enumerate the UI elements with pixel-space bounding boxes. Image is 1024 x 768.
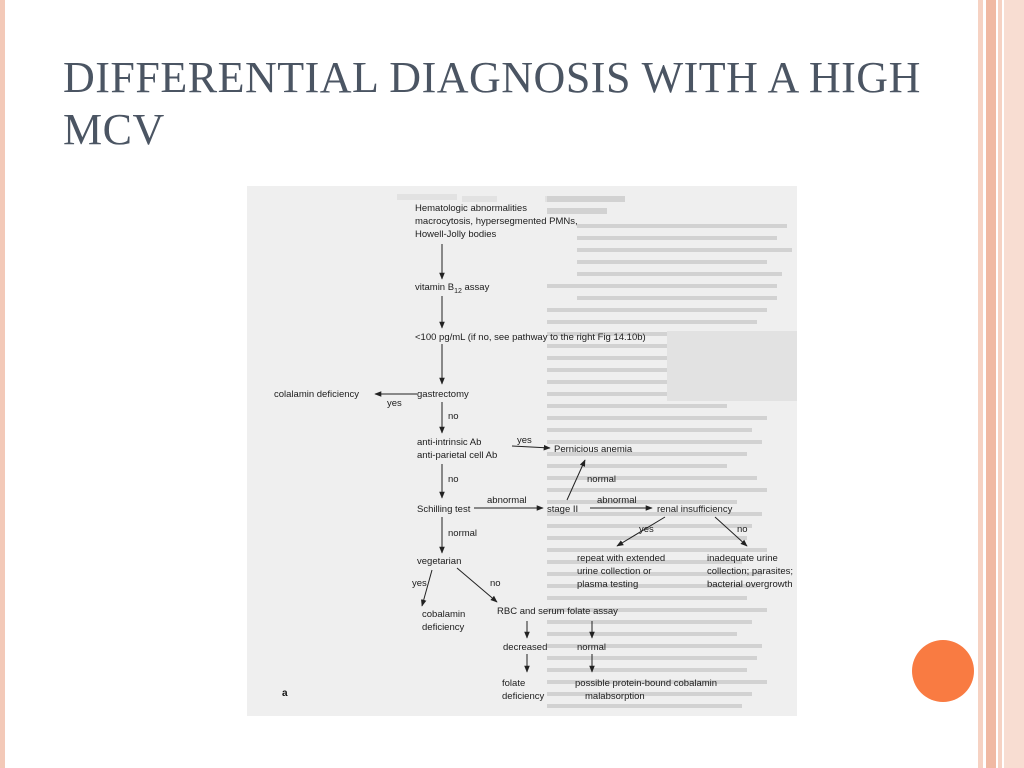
label-gastrectomy-no: no: [448, 411, 459, 422]
arrow-renal-to-inadequate: [714, 516, 748, 547]
arrow-antibodies-to-pernicious: [511, 444, 551, 451]
label-vegetarian-yes: yes: [412, 578, 427, 589]
label-vegetarian-no: no: [490, 578, 501, 589]
node-protein-bound-malabsorption: possible protein-bound cobalamin malabso…: [575, 678, 720, 702]
node-antibodies: anti-intrinsic Ab anti-parietal cell Ab: [417, 437, 497, 461]
node-hematologic-abnormalities: Hematologic abnormalities macrocytosis, …: [415, 203, 580, 240]
node-repeat-collection: repeat with extended urine collection or…: [577, 553, 668, 590]
node-cobalamin-deficiency: cobalamin deficiency: [422, 609, 468, 633]
label-schilling-normal: normal: [448, 528, 477, 539]
label-gastrectomy-yes: yes: [387, 398, 402, 409]
node-inadequate-urine: inadequate urine collection; parasites; …: [707, 553, 796, 590]
node-decreased: decreased: [503, 642, 547, 653]
label-renal-no: no: [737, 524, 748, 535]
node-renal-insufficiency: renal insufficiency: [657, 504, 733, 515]
slide-title: DIFFERENTIAL DIAGNOSIS WITH A HIGH MCV: [63, 53, 921, 154]
node-gastrectomy: gastrectomy: [417, 389, 469, 400]
right-border-stripe: [1004, 0, 1024, 768]
node-folate-deficiency: folate deficiency: [502, 678, 544, 702]
label-antibodies-yes: yes: [517, 435, 532, 446]
node-rbc-folate-assay: RBC and serum folate assay: [497, 606, 618, 617]
node-pernicious-anemia: Pernicious anemia: [554, 444, 633, 455]
panel-label: a: [282, 688, 288, 699]
node-vegetarian: vegetarian: [417, 556, 461, 567]
left-border: [0, 0, 5, 768]
right-border-stripe: [986, 0, 996, 768]
label-renal-yes: yes: [639, 524, 654, 535]
arrow-vegetarian-to-rbc: [456, 567, 498, 603]
label-stage-abnormal: abnormal: [597, 495, 637, 506]
node-normal: normal: [577, 642, 606, 653]
node-schilling-test: Schilling test: [417, 504, 471, 515]
label-antibodies-no: no: [448, 474, 459, 485]
node-vitamin-b12-assay: vitamin B12 assay: [415, 282, 490, 295]
label-stage-normal: normal: [587, 474, 616, 485]
node-stage-ii: stage II: [547, 504, 578, 515]
page-bleed-texture: [247, 186, 797, 716]
node-colalamin-deficiency: colalamin deficiency: [274, 389, 359, 400]
flowchart-figure: Hematologic abnormalities macrocytosis, …: [247, 186, 797, 716]
arrow-stage-to-pernicious: [566, 459, 586, 501]
arrow-renal-to-repeat: [616, 516, 666, 547]
arrow-vegetarian-to-cobalamin: [420, 569, 433, 607]
node-threshold: <100 pg/mL (if no, see pathway to the ri…: [415, 332, 646, 343]
right-border-stripe: [978, 0, 983, 768]
right-border-stripe: [998, 0, 1002, 768]
flowchart: Hematologic abnormalities macrocytosis, …: [274, 203, 796, 702]
accent-circle: [912, 640, 974, 702]
label-schilling-abnormal: abnormal: [487, 495, 527, 506]
